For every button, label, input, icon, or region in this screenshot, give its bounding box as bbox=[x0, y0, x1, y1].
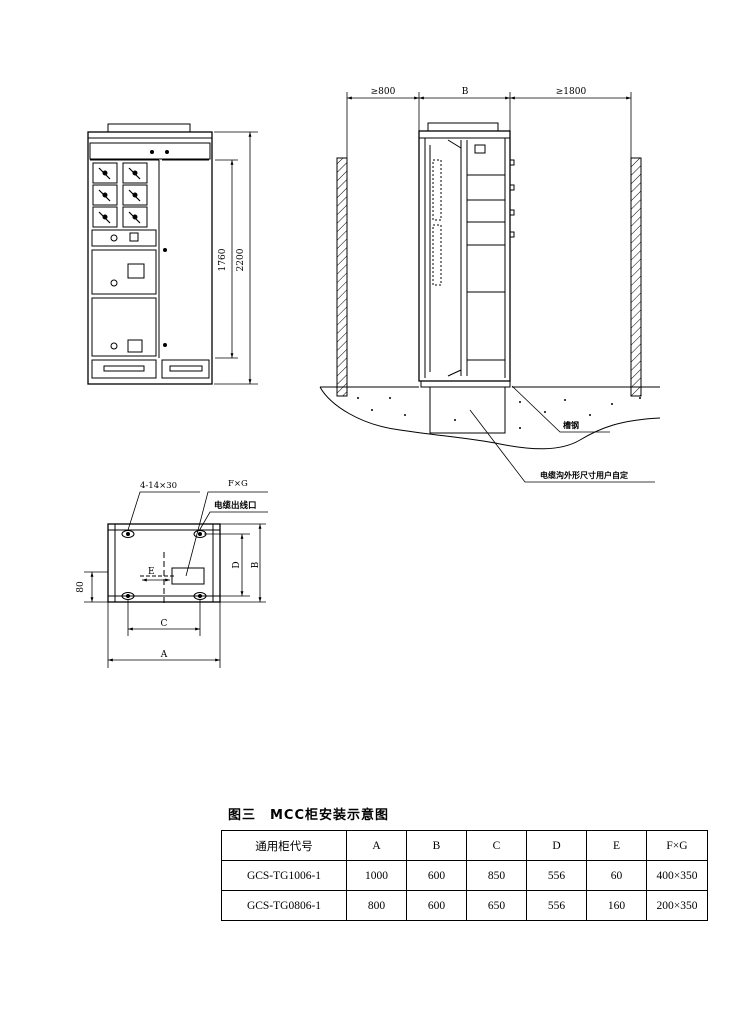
drawer-large-2 bbox=[91, 297, 157, 357]
table-cell: 650 bbox=[466, 890, 527, 921]
dim-b-label: B bbox=[251, 561, 261, 568]
holes-label: 4-14×30 bbox=[140, 481, 177, 491]
table-cell: GCS-TG0806-1 bbox=[221, 890, 347, 921]
dim-a-label: A bbox=[160, 650, 168, 660]
side-handles bbox=[509, 159, 515, 238]
cable-outlet bbox=[171, 567, 205, 585]
lifting-top-plate bbox=[107, 123, 191, 133]
table-cell: 60 bbox=[586, 860, 647, 891]
side-lifting-plate bbox=[427, 122, 499, 132]
drawer-medium bbox=[91, 229, 157, 247]
table-cell: 400×350 bbox=[646, 860, 708, 891]
dim-e-label: E bbox=[148, 567, 155, 577]
dim-d-label: D bbox=[232, 561, 242, 568]
header-cell: B bbox=[406, 830, 467, 861]
cabinet-outline bbox=[87, 131, 213, 385]
drawer-large-1 bbox=[91, 249, 157, 295]
dim-c-label: C bbox=[161, 619, 168, 629]
table-cell: 556 bbox=[526, 890, 587, 921]
width-b-label: B bbox=[462, 87, 469, 97]
cable-trench-label: 电缆沟外形尺寸用户自定 bbox=[540, 470, 628, 480]
table-row: GCS-TG1006-1 1000 600 850 556 60 400×350 bbox=[221, 860, 708, 891]
inner-height-label: 1760 bbox=[218, 248, 228, 271]
gap-right-label: ≥1800 bbox=[556, 87, 587, 97]
header-cell: D bbox=[526, 830, 587, 861]
table-cell: 850 bbox=[466, 860, 527, 891]
table-cell: 600 bbox=[406, 860, 467, 891]
ground-speckle bbox=[357, 397, 641, 429]
side-view-installation bbox=[319, 122, 661, 450]
bottom-panel-right bbox=[161, 359, 210, 379]
total-height-label: 2200 bbox=[236, 248, 246, 271]
right-wall bbox=[630, 157, 642, 397]
bottom-panel-left bbox=[91, 359, 157, 379]
table-cell: GCS-TG1006-1 bbox=[221, 860, 347, 891]
table-cell: 600 bbox=[406, 890, 467, 921]
table-cell: 160 bbox=[586, 890, 647, 921]
channel-steel-base bbox=[420, 380, 511, 388]
cable-trench bbox=[429, 386, 506, 434]
side-leaders bbox=[469, 385, 655, 483]
terminal-strip bbox=[432, 159, 442, 286]
outlet-size-label: F×G bbox=[228, 479, 248, 489]
gap-left-label: ≥800 bbox=[371, 87, 396, 97]
front-view-cabinet bbox=[87, 123, 213, 385]
spec-table-header: 通用柜代号 A B C D E F×G bbox=[221, 830, 708, 861]
base-plan bbox=[107, 523, 221, 605]
header-cell: C bbox=[466, 830, 527, 861]
channel-steel-label: 槽钢 bbox=[563, 420, 579, 430]
drawer-units bbox=[92, 162, 148, 228]
cable-outlet-label: 电缆出线口 bbox=[214, 500, 257, 511]
drawer-rails bbox=[467, 174, 505, 361]
ground-line bbox=[319, 386, 661, 450]
table-cell: 800 bbox=[346, 890, 407, 921]
side-top-dimensions bbox=[346, 92, 632, 158]
header-cell: A bbox=[346, 830, 407, 861]
header-cell: 通用柜代号 bbox=[221, 830, 347, 861]
dim-80-label: 80 bbox=[76, 581, 86, 593]
table-cell: 556 bbox=[526, 860, 587, 891]
front-height-dimensions bbox=[214, 131, 258, 385]
spec-table: 通用柜代号 A B C D E F×G GCS-TG1006-1 1000 60… bbox=[221, 830, 708, 921]
mounting-holes bbox=[121, 530, 207, 600]
header-cell: E bbox=[586, 830, 647, 861]
table-cell: 200×350 bbox=[646, 890, 708, 921]
base-dimensions bbox=[84, 491, 268, 668]
figure-caption: 图三 MCC柜安装示意图 bbox=[228, 808, 390, 823]
table-row: GCS-TG0806-1 800 600 650 556 160 200×350 bbox=[221, 890, 708, 921]
header-cell: F×G bbox=[646, 830, 708, 861]
table-cell: 1000 bbox=[346, 860, 407, 891]
left-wall bbox=[336, 157, 348, 397]
top-compartment bbox=[89, 142, 211, 160]
